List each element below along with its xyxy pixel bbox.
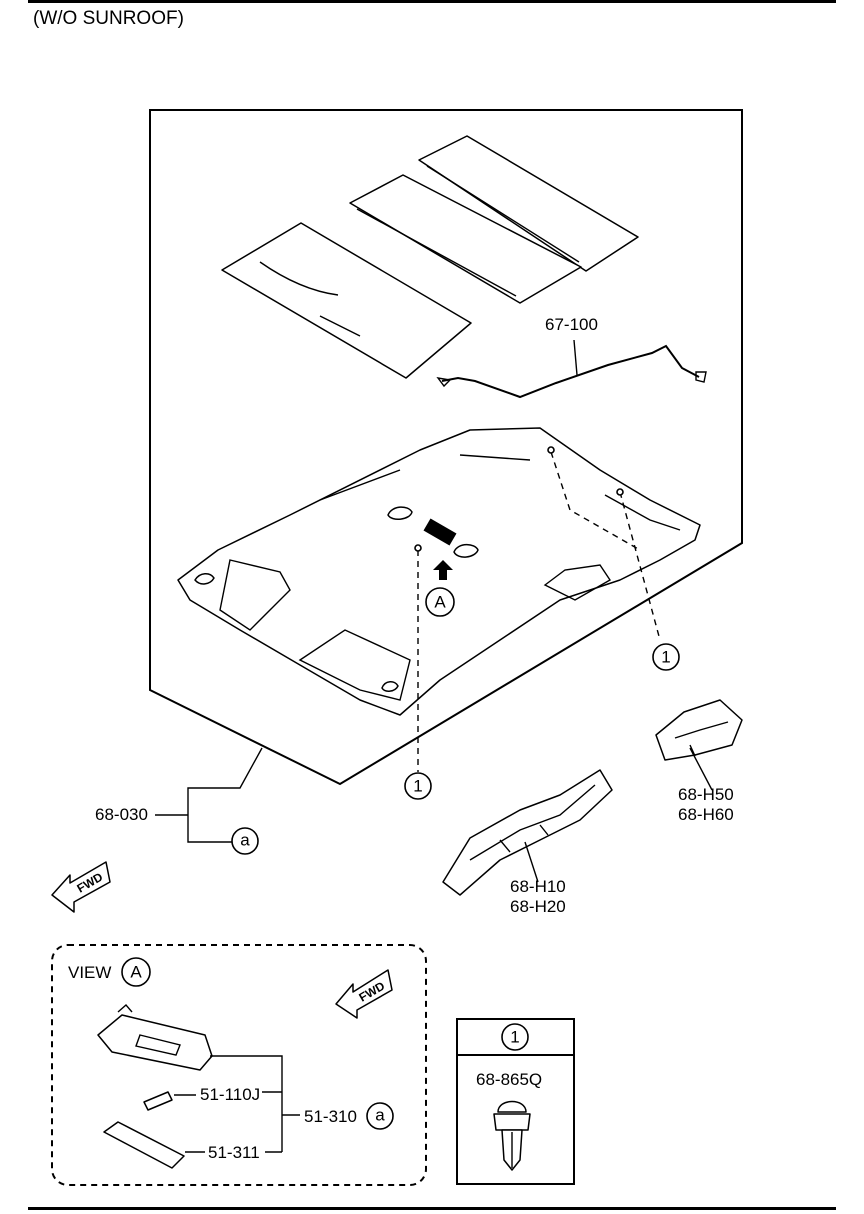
svg-text:A: A [434,593,446,612]
clip-icon [493,1100,531,1171]
part-front-trim-a: 68-H10 [510,877,566,896]
part-lens: 51-311 [208,1143,260,1162]
callout-clip-center: 1 [404,772,432,800]
insulation-panel-front [221,222,472,379]
view-a-panel [51,944,427,1186]
svg-text:1: 1 [413,777,422,796]
dome-lamp-opening [423,518,457,546]
roof-harness [441,344,700,399]
map-lamp [97,1014,213,1071]
insulation-panel-mid [349,174,582,304]
bottom-rule [28,1207,836,1210]
clip-box [456,1018,575,1185]
callout-view-assembly-a: a [366,1102,394,1130]
assembly-frame [149,109,743,786]
svg-text:1: 1 [661,648,670,667]
fwd-arrow-view-icon: FWD [335,969,393,1019]
page-title: (W/O SUNROOF) [33,8,184,29]
lens [103,1121,185,1169]
part-harness: 67-100 [545,315,598,334]
callout-clip-box: 1 [501,1023,529,1051]
callout-assembly-a: a [231,827,259,855]
part-front-trim-b: 68-H20 [510,897,566,916]
callout-clip-right: 1 [652,643,680,671]
top-rule [28,0,836,3]
svg-text:1: 1 [510,1028,519,1047]
fwd-arrow-icon: FWD [51,861,111,913]
part-map-lamp-assembly: 51-310 [304,1107,357,1126]
part-headliner: 68-030 [95,805,148,824]
part-rear-trim-b: 68-H60 [678,805,734,824]
bulb [143,1091,173,1111]
part-clip: 68-865Q [476,1070,543,1089]
part-rear-trim-a: 68-H50 [678,785,734,804]
front-pillar-trim [442,769,613,896]
insulation-panel-rear [418,135,639,272]
part-bulb: 51-110J [200,1085,261,1104]
svg-text:A: A [130,963,142,982]
view-a-label: VIEW [68,963,112,982]
callout-view-a: A [121,957,151,987]
svg-text:a: a [240,831,250,850]
callout-a-detail: A [425,587,455,617]
svg-text:a: a [375,1106,385,1125]
